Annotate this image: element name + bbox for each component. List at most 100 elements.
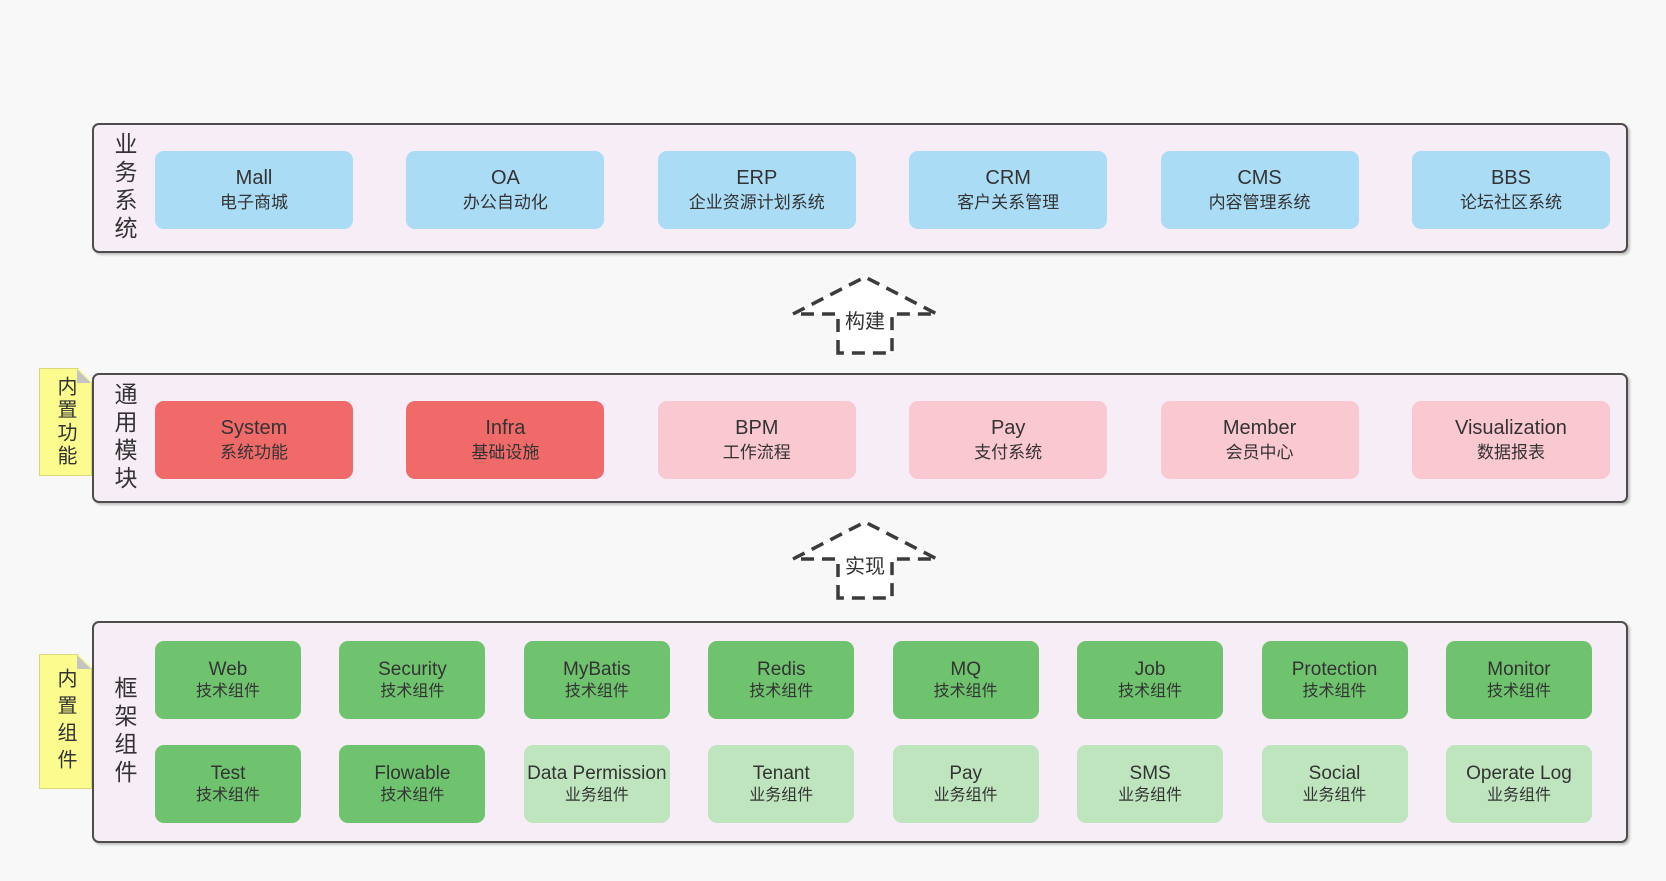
business-box-row: Mall 电子商城 OA 办公自动化 ERP 企业资源计划系统 CRM 客户关系…: [155, 151, 1610, 229]
box-mybatis: MyBatis 技术组件: [523, 641, 670, 719]
box-bbs: BBS 论坛社区系统: [1411, 151, 1610, 229]
box-subtitle: 数据报表: [1476, 443, 1545, 462]
box-title: Redis: [756, 658, 806, 680]
box-pay-system: Pay 支付系统: [909, 401, 1108, 479]
box-title: Operate Log: [1466, 762, 1572, 784]
note-fold-corner: [77, 369, 91, 383]
box-subtitle: 基础设施: [471, 443, 540, 462]
box-subtitle: 技术组件: [380, 786, 445, 804]
box-subtitle: 办公自动化: [462, 193, 548, 212]
box-title: Job: [1134, 658, 1166, 680]
box-operate-log: Operate Log 业务组件: [1445, 745, 1592, 823]
box-subtitle: 业务组件: [933, 786, 998, 804]
framework-box-row-2: Test 技术组件 Flowable 技术组件 Data Permission …: [155, 745, 1592, 823]
box-subtitle: 技术组件: [195, 682, 260, 700]
note-text: 内置组件: [54, 667, 76, 776]
box-subtitle: 电子商城: [220, 193, 288, 212]
box-subtitle: 业务组件: [1302, 786, 1367, 804]
box-subtitle: 技术组件: [1302, 682, 1367, 700]
box-infra: Infra 基础设施: [406, 401, 605, 479]
common-box-row: System 系统功能 Infra 基础设施 BPM 工作流程 Pay 支付系统…: [155, 401, 1610, 479]
box-title: Visualization: [1454, 417, 1567, 439]
box-web: Web 技术组件: [155, 641, 301, 719]
box-title: MQ: [950, 658, 981, 680]
box-bpm: BPM 工作流程: [657, 401, 856, 479]
box-title: Web: [208, 658, 248, 680]
layer-framework-components: 框架组件 Web 技术组件 Security 技术组件 MyBatis 技术组件…: [92, 621, 1628, 843]
box-sms: SMS 业务组件: [1077, 745, 1224, 823]
layer-business-systems: 业务系统 Mall 电子商城 OA 办公自动化 ERP 企业资源计划系统 CRM…: [92, 123, 1628, 253]
layer-business-label: 业务系统: [111, 132, 137, 244]
box-protection: Protection 技术组件: [1261, 641, 1408, 719]
box-visualization: Visualization 数据报表: [1411, 401, 1610, 479]
box-subtitle: 支付系统: [974, 443, 1043, 462]
box-title: Pay: [990, 417, 1026, 439]
box-pay-component: Pay 业务组件: [892, 745, 1039, 823]
box-title: Mall: [235, 167, 273, 189]
box-subtitle: 会员中心: [1225, 443, 1294, 462]
box-redis: Redis 技术组件: [708, 641, 855, 719]
note-fold-corner: [77, 655, 91, 669]
box-subtitle: 技术组件: [933, 682, 998, 700]
arrow-build: 构建: [785, 274, 945, 356]
box-title: ERP: [736, 167, 778, 189]
box-job: Job 技术组件: [1077, 641, 1224, 719]
box-subtitle: 业务组件: [749, 786, 814, 804]
box-security: Security 技术组件: [339, 641, 486, 719]
box-title: MyBatis: [563, 658, 631, 680]
box-title: Infra: [485, 417, 526, 439]
box-system: System 系统功能: [155, 401, 353, 479]
box-title: Flowable: [374, 762, 451, 784]
note-text: 内置功能: [54, 376, 76, 468]
box-title: Data Permission: [527, 762, 667, 784]
box-subtitle: 技术组件: [564, 682, 629, 700]
box-subtitle: 业务组件: [1118, 786, 1183, 804]
box-subtitle: 内容管理系统: [1208, 193, 1311, 212]
layer-framework-label: 框架组件: [111, 676, 137, 788]
box-flowable: Flowable 技术组件: [339, 745, 486, 823]
box-title: CMS: [1237, 167, 1282, 189]
box-subtitle: 技术组件: [749, 682, 814, 700]
box-title: Member: [1222, 417, 1297, 439]
box-title: Tenant: [752, 762, 810, 784]
box-title: OA: [490, 167, 520, 189]
box-erp: ERP 企业资源计划系统: [657, 151, 856, 229]
box-title: Monitor: [1487, 658, 1551, 680]
box-subtitle: 论坛社区系统: [1459, 193, 1562, 212]
layer-common-label: 通用模块: [111, 382, 137, 494]
arrow-build-label: 构建: [841, 304, 889, 335]
sticky-note-built-in-features: 内置功能: [39, 368, 92, 476]
box-title: BBS: [1490, 167, 1531, 189]
box-subtitle: 业务组件: [564, 786, 629, 804]
box-subtitle: 技术组件: [1118, 682, 1183, 700]
box-crm: CRM 客户关系管理: [909, 151, 1108, 229]
box-cms: CMS 内容管理系统: [1160, 151, 1359, 229]
box-title: Security: [378, 658, 447, 680]
box-title: CRM: [985, 167, 1031, 189]
box-title: System: [220, 417, 288, 439]
box-oa: OA 办公自动化: [406, 151, 605, 229]
box-social: Social 业务组件: [1261, 745, 1408, 823]
box-title: Protection: [1291, 658, 1378, 680]
box-subtitle: 企业资源计划系统: [688, 193, 825, 212]
box-data-permission: Data Permission 业务组件: [523, 745, 670, 823]
box-subtitle: 技术组件: [195, 786, 260, 804]
box-subtitle: 技术组件: [1486, 682, 1551, 700]
sticky-note-built-in-components: 内置组件: [39, 654, 92, 789]
box-member: Member 会员中心: [1160, 401, 1359, 479]
box-mq: MQ 技术组件: [892, 641, 1039, 719]
box-title: SMS: [1129, 762, 1171, 784]
box-subtitle: 客户关系管理: [957, 193, 1060, 212]
box-title: BPM: [735, 417, 779, 439]
box-mall: Mall 电子商城: [155, 151, 353, 229]
layer-common-modules: 通用模块 System 系统功能 Infra 基础设施 BPM 工作流程 Pay…: [92, 373, 1628, 503]
arrow-implement-label: 实现: [841, 549, 889, 580]
box-subtitle: 工作流程: [722, 443, 791, 462]
framework-box-row-1: Web 技术组件 Security 技术组件 MyBatis 技术组件 Redi…: [155, 641, 1592, 719]
box-tenant: Tenant 业务组件: [708, 745, 855, 823]
box-subtitle: 业务组件: [1486, 786, 1551, 804]
box-title: Social: [1308, 762, 1361, 784]
box-title: Pay: [949, 762, 983, 784]
box-monitor: Monitor 技术组件: [1445, 641, 1592, 719]
